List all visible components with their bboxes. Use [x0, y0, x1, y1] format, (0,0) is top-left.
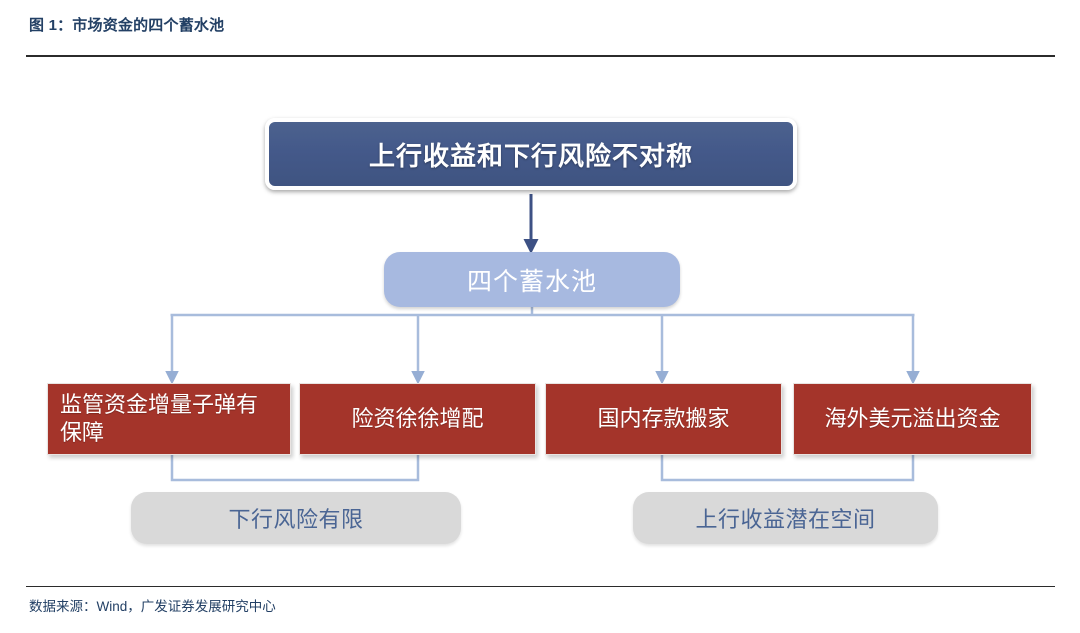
flowchart-diagram: 上行收益和下行风险不对称 四个蓄水池 监管资金增量子弹有保障 险资徐徐增配 国内… — [0, 60, 1080, 580]
source-note: 数据来源：Wind，广发证券发展研究中心 — [29, 599, 276, 614]
node-channel-overseas-dollar-label: 海外美元溢出资金 — [824, 405, 1001, 431]
node-channel-domestic-deposits-label: 国内存款搬家 — [597, 405, 730, 431]
node-four-pools-label: 四个蓄水池 — [466, 267, 597, 296]
node-headline-label: 上行收益和下行风险不对称 — [368, 140, 693, 171]
footer-divider — [26, 586, 1055, 587]
connector-channels-to-summary-left — [170, 455, 420, 482]
node-channel-domestic-deposits[interactable]: 国内存款搬家 — [545, 383, 782, 455]
node-channel-overseas-dollar[interactable]: 海外美元溢出资金 — [793, 383, 1032, 455]
node-summary-upside-potential[interactable]: 上行收益潜在空间 — [633, 492, 938, 544]
node-channel-regulatory-funds[interactable]: 监管资金增量子弹有保障 — [47, 383, 291, 455]
node-channel-regulatory-funds-label: 监管资金增量子弹有保障 — [60, 391, 259, 445]
page-title: 图 1：市场资金的四个蓄水池 — [29, 17, 225, 34]
node-summary-downside-risk-label: 下行风险有限 — [228, 507, 364, 532]
node-channel-insurance-capital-label: 险资徐徐增配 — [351, 405, 484, 431]
node-channel-insurance-capital[interactable]: 险资徐徐增配 — [299, 383, 536, 455]
connector-channels-to-summary-right — [660, 455, 915, 482]
node-headline[interactable]: 上行收益和下行风险不对称 — [265, 118, 797, 190]
node-summary-downside-risk[interactable]: 下行风险有限 — [131, 492, 461, 544]
node-four-pools[interactable]: 四个蓄水池 — [384, 252, 680, 307]
node-summary-upside-potential-label: 上行收益潜在空间 — [695, 507, 876, 532]
connector-pools-to-channels — [165, 307, 920, 385]
title-divider — [26, 55, 1055, 57]
